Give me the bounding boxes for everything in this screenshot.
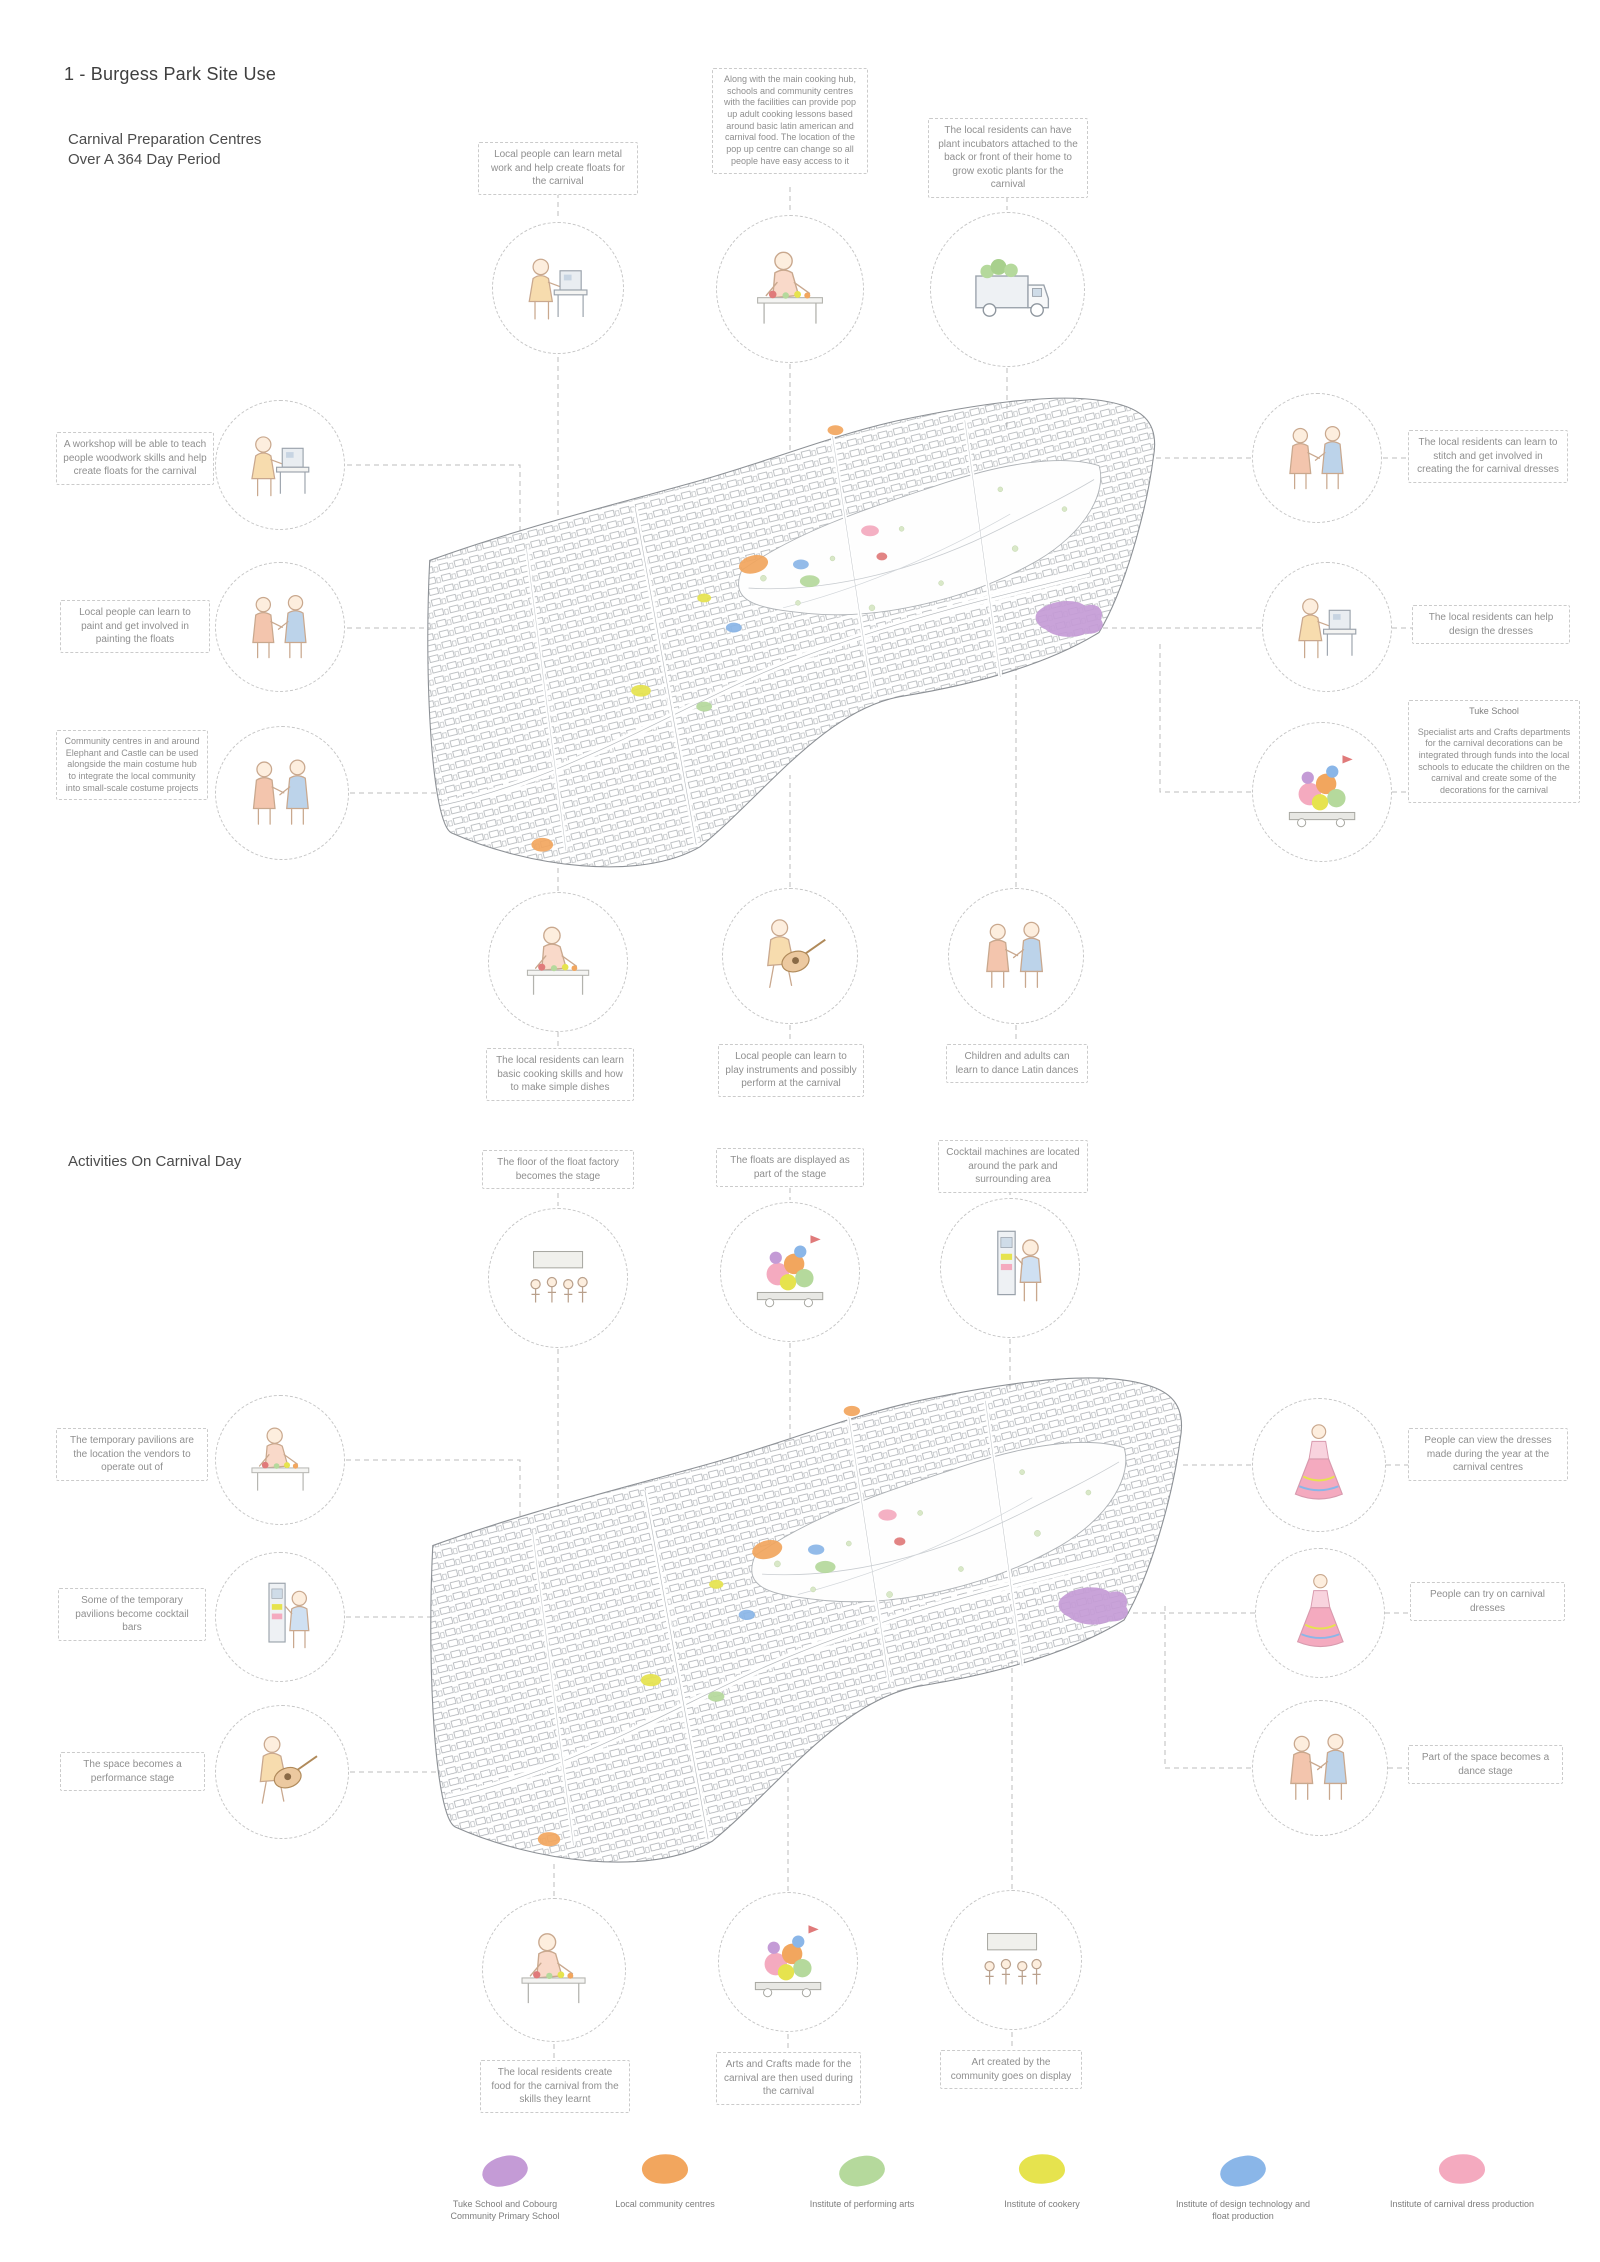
caption-stitching: The local residents can learn to stitch … <box>1408 430 1568 483</box>
vignette-costume-project <box>215 726 349 860</box>
vignette-floats-displayed <box>720 1202 860 1342</box>
cocktail-bar-icon <box>268 1582 310 1648</box>
costume-project-icon <box>253 759 309 825</box>
legend-label-dress-production: Institute of carnival dress production <box>1389 2199 1535 2209</box>
vignette-dance-stage <box>1252 1700 1388 1836</box>
caption-vendor-pavilions: The temporary pavilions are the location… <box>56 1428 208 1481</box>
legend-swatch-tuke-school <box>480 2152 530 2190</box>
woodwork-icon <box>250 435 310 496</box>
caption-float-factory-stage: The floor of the float factory becomes t… <box>482 1150 634 1189</box>
legend-swatch-dress-production <box>1437 2152 1487 2186</box>
legend-swatch-performing-arts <box>837 2154 887 2188</box>
tuke-school-title: Tuke School <box>1469 706 1519 716</box>
vignette-performance-stage <box>215 1705 349 1839</box>
cocktail-machine-icon <box>997 1230 1042 1302</box>
page-title: 1 - Burgess Park Site Use <box>64 64 277 84</box>
site-map-carnival-day <box>408 1360 1208 1880</box>
vignette-woodwork <box>215 400 345 530</box>
cooking-lesson-icon <box>756 251 824 325</box>
caption-dance-stage: Part of the space becomes a dance stage <box>1408 1745 1563 1784</box>
caption-crafts-used: Arts and Crafts made for the carnival ar… <box>716 2052 861 2105</box>
caption-plant-incubator: The local residents can have plant incub… <box>928 118 1088 198</box>
crafts-used-icon <box>754 1924 822 1998</box>
latin-dance-icon <box>986 922 1044 989</box>
vignette-metalwork <box>492 222 624 354</box>
vignette-carnival-food <box>482 1898 626 2042</box>
caption-try-dresses: People can try on carnival dresses <box>1410 1582 1565 1621</box>
float-factory-stage-icon <box>530 1250 588 1304</box>
vignette-instruments <box>722 888 858 1024</box>
dress-design-icon <box>1297 597 1357 658</box>
view-dresses-icon <box>1294 1423 1344 1501</box>
caption-woodwork: A workshop will be able to teach people … <box>56 432 214 485</box>
art-display-icon <box>984 1932 1042 1986</box>
vignette-dress-design <box>1262 562 1392 692</box>
legend-swatch-design-technology <box>1218 2153 1268 2189</box>
painting-icon <box>251 594 307 658</box>
plant-incubator-icon <box>975 258 1049 317</box>
carnival-decorations-icon <box>1288 754 1356 828</box>
legend-swatch-cookery <box>1017 2151 1067 2187</box>
site-map-preparation <box>408 380 1178 885</box>
legend-label-community-centres: Local community centres <box>615 2199 715 2209</box>
caption-cocktail-bars: Some of the temporary pavilions become c… <box>58 1588 206 1641</box>
vignette-crafts-used <box>718 1892 858 2032</box>
instruments-icon <box>767 919 827 989</box>
caption-painting: Local people can learn to paint and get … <box>60 600 210 653</box>
legend-label-design-technology: Institute of design technology and float… <box>1175 2199 1311 2222</box>
legend-label-performing-arts: Institute of performing arts <box>809 2199 915 2209</box>
caption-view-dresses: People can view the dresses made during … <box>1408 1428 1568 1481</box>
vignette-view-dresses <box>1252 1398 1386 1532</box>
caption-cooking-skills: The local residents can learn basic cook… <box>486 1048 634 1101</box>
caption-instruments: Local people can learn to play instrumen… <box>718 1044 864 1097</box>
legend-swatch-community-centres <box>640 2151 690 2187</box>
prep-heading-line1: Carnival Preparation Centres <box>68 131 262 148</box>
caption-cooking-lesson: Along with the main cooking hub, schools… <box>712 68 868 174</box>
vignette-cooking-lesson <box>716 215 864 363</box>
vignette-art-display <box>942 1890 1082 2030</box>
vignette-carnival-decorations <box>1252 722 1392 862</box>
vignette-vendor-pavilions <box>215 1395 345 1525</box>
caption-cocktail-machines: Cocktail machines are located around the… <box>938 1140 1088 1193</box>
caption-tuke-school: Tuke School Specialist arts and Crafts d… <box>1408 700 1580 803</box>
tuke-school-body: Specialist arts and Crafts departments f… <box>1417 726 1571 796</box>
caption-performance-stage: The space becomes a performance stage <box>60 1752 205 1791</box>
caption-carnival-food: The local residents create food for the … <box>480 2060 630 2113</box>
cooking-skills-icon <box>526 926 590 996</box>
try-dresses-icon <box>1296 1573 1344 1648</box>
legend-label-cookery: Institute of cookery <box>1004 2199 1080 2209</box>
vignette-cooking-skills <box>488 892 628 1032</box>
floats-displayed-icon <box>756 1234 824 1308</box>
stitching-icon <box>1288 425 1344 489</box>
vignette-cocktail-machines <box>940 1198 1080 1338</box>
vignette-try-dresses <box>1255 1548 1385 1678</box>
vignette-stitching <box>1252 393 1382 523</box>
caption-floats-displayed: The floats are displayed as part of the … <box>716 1148 864 1187</box>
legend-label-tuke-school: Tuke School and Cobourg Community Primar… <box>450 2199 560 2222</box>
carnival-food-icon <box>521 1933 587 2005</box>
vignette-latin-dance <box>948 888 1084 1024</box>
caption-dress-design: The local residents can help design the … <box>1412 605 1570 644</box>
vignette-float-factory-stage <box>488 1208 628 1348</box>
vignette-plant-incubator <box>930 212 1085 367</box>
prep-section-heading: Carnival Preparation Centres Over A 364 … <box>68 130 261 171</box>
metalwork-icon <box>528 258 588 320</box>
caption-art-display: Art created by the community goes on dis… <box>940 2050 1082 2089</box>
vignette-painting <box>215 562 345 692</box>
caption-metalwork: Local people can learn metal work and he… <box>478 142 638 195</box>
day-section-heading: Activities On Carnival Day <box>68 1153 242 1170</box>
dance-stage-icon <box>1290 1734 1348 1801</box>
caption-latin-dance: Children and adults can learn to dance L… <box>946 1044 1088 1083</box>
vignette-cocktail-bars <box>215 1552 345 1682</box>
vendor-pavilion-icon <box>250 1427 310 1491</box>
prep-heading-line2: Over A 364 Day Period <box>68 151 221 169</box>
performance-stage-icon <box>259 1735 319 1805</box>
caption-costume-project: Community centres in and around Elephant… <box>56 730 208 801</box>
